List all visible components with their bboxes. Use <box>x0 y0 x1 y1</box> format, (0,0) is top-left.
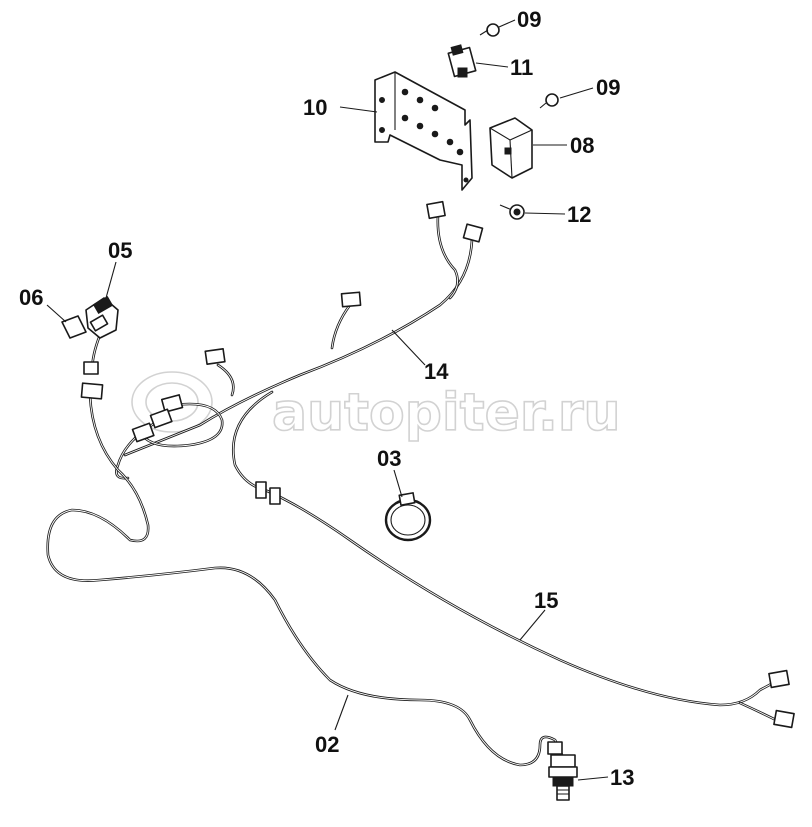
callout-05: 05 <box>108 238 132 263</box>
connector <box>426 200 446 220</box>
connector <box>160 394 184 413</box>
connector <box>768 669 790 689</box>
callout-12: 12 <box>567 202 591 227</box>
callout-06: 06 <box>19 285 43 310</box>
connector <box>269 487 281 505</box>
bolt-part-12 <box>499 204 525 220</box>
clamp-part-03 <box>384 492 432 542</box>
relay-part-11 <box>447 44 477 78</box>
watermark-text: autopiter.ru <box>272 383 621 443</box>
switch-part-05 <box>85 295 119 339</box>
label-plate-part-06 <box>61 315 87 339</box>
callout-08: 08 <box>570 133 594 158</box>
connector <box>149 408 173 429</box>
callout-09-right: 09 <box>596 75 620 100</box>
watermark: autopiter.ru <box>131 371 621 444</box>
screw-part-09-right <box>539 93 559 109</box>
screw-part-09-top <box>479 23 500 37</box>
connectors <box>80 200 795 755</box>
bracket-part-10 <box>374 71 473 191</box>
callout-02: 02 <box>315 732 339 757</box>
connector <box>340 291 362 308</box>
connector <box>83 361 99 375</box>
connector <box>204 348 226 365</box>
callouts: 09 11 09 10 08 12 05 06 14 03 15 02 <box>19 7 634 790</box>
connector <box>547 741 563 755</box>
control-box-part-08 <box>489 117 533 179</box>
connector <box>462 223 484 243</box>
callout-14: 14 <box>424 359 449 384</box>
callout-03: 03 <box>377 446 401 471</box>
callout-10: 10 <box>303 95 327 120</box>
connector <box>80 382 104 400</box>
watermark-logo-icon <box>131 371 213 433</box>
connector <box>255 481 267 499</box>
callout-15: 15 <box>534 588 558 613</box>
callout-13: 13 <box>610 765 634 790</box>
callout-11: 11 <box>510 55 533 80</box>
callout-09-top: 09 <box>517 7 541 32</box>
connector <box>131 422 155 443</box>
sensor-part-13 <box>548 754 578 801</box>
connector <box>773 709 795 729</box>
